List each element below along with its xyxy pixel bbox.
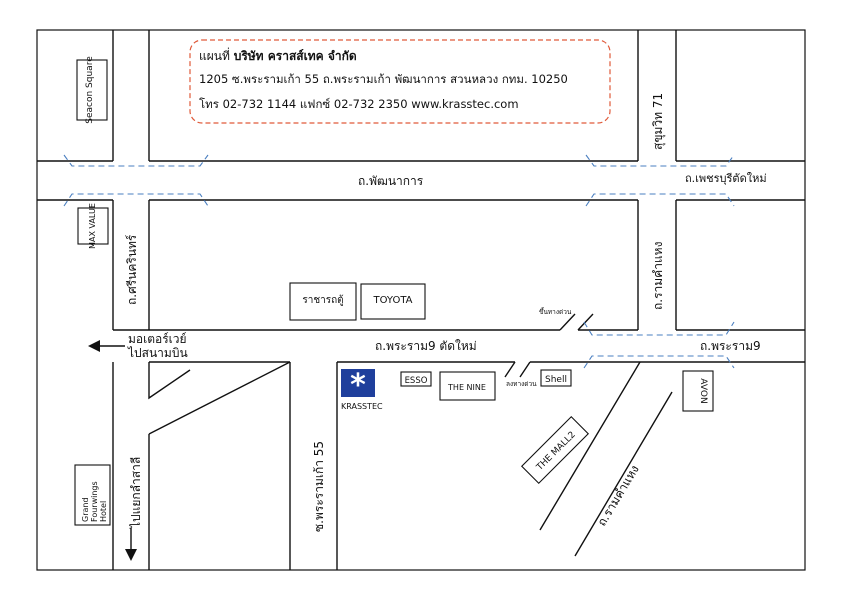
road-label-ramkhamhaeng-lower: ถ.รามคำแหง [595,463,642,529]
road-label-sukhumvit71: สุขุมวิท 71 [651,93,666,150]
expressway-dash-upper-right [585,154,735,167]
landmark-maxvalue: MAX VALUE [88,203,97,249]
map-frame [36,29,806,571]
krasstec-label: KRASSTEC [341,402,383,411]
company-contact: โทร 02-732 1144 แฟกซ์ 02-732 2350 www.kr… [199,97,519,111]
landmark-shell-box [540,369,572,387]
road-label-ramkhamhaeng-upper: ถ.รามคำแหง [651,242,665,310]
landmark-toyota-box [360,283,426,320]
landmark-thenine-box [439,371,496,401]
landmark-seacon: Seacon Square [85,56,95,124]
road-sukhumvit71 [637,30,677,161]
landmark-esso-box [400,371,432,387]
landmark-avon-box [682,370,714,412]
expressway-dash-rama9-upper [583,321,735,336]
road-label-pattanakarn: ถ.พัฒนาการ [358,174,424,188]
krasstec-logo [341,369,375,397]
landmark-fourwings-line1: Grand [81,497,90,522]
road-label-srinakarin: ถ.ศรีนครินทร์ [125,234,139,305]
road-seacon-side [112,30,150,161]
arrow-lam-salee-head [125,549,137,561]
landmark-mall-box [520,415,590,485]
company-address: 1205 ซ.พระรามเก้า 55 ถ.พระรามเก้า พัฒนาก… [199,72,568,86]
expressway-dash-lower-right [585,193,735,207]
landmark-seacon-box [76,59,108,121]
road-label-rama9-new: ถ.พระราม9 ตัดใหม่ [375,339,477,353]
road-label-expressway-down: ลงทางด่วน [506,380,537,388]
landmark-fourwings-line2: Fourwings [90,481,99,522]
road-label-expressway-up: ขึ้นทางด่วน [539,307,572,316]
landmark-avon: AVON [698,378,708,403]
road-lam-salee [112,362,150,570]
krasstec-star-icon: * [350,368,366,403]
landmark-fourwings-box [74,464,111,526]
landmark-ratchada-box [289,282,357,321]
road-label-lam-salee: ไปแยกลำสาลี [129,457,143,529]
road-lam-salee-west [148,362,191,400]
road-label-soi-rama9-55: ซ.พระรามเก้า 55 [312,441,326,532]
road-label-phetchaburi: ถ.เพชรบุรีตัดใหม่ [685,172,767,185]
road-label-motorway-1: มอเตอร์เวย์ [128,332,187,346]
road-label-motorway-2: ไปสนามบิน [127,346,188,360]
road-expressway-ramp-up [559,313,594,331]
landmark-mall-group: THE MALL2 [520,415,590,485]
landmark-thenine: THE NINE [447,383,486,392]
company-header-box [189,39,611,124]
road-label-rama9: ถ.พระราม9 [700,339,761,353]
road-srinakarin [112,200,150,330]
landmark-maxvalue-box [77,207,109,245]
landmark-shell: Shell [545,375,567,385]
landmark-ratchada: ราชารถตู้ [302,294,343,306]
company-title: แผนที่ บริษัท คราสส์เทค จำกัด [199,47,357,63]
road-ramkhamhaeng-upper [637,200,677,330]
road-diagonal [148,361,291,435]
road-soi-rama9-55 [289,362,338,570]
road-ramkhamhaeng-lower [539,361,673,557]
landmark-esso: ESSO [405,376,428,386]
landmark-fourwings-line3: Hotel [99,501,108,522]
expressway-dash-rama9-lower [583,355,735,369]
arrow-motorway-head [88,340,100,352]
road-expressway-ramp-down [504,361,531,378]
landmark-toyota: TOYOTA [372,295,412,306]
